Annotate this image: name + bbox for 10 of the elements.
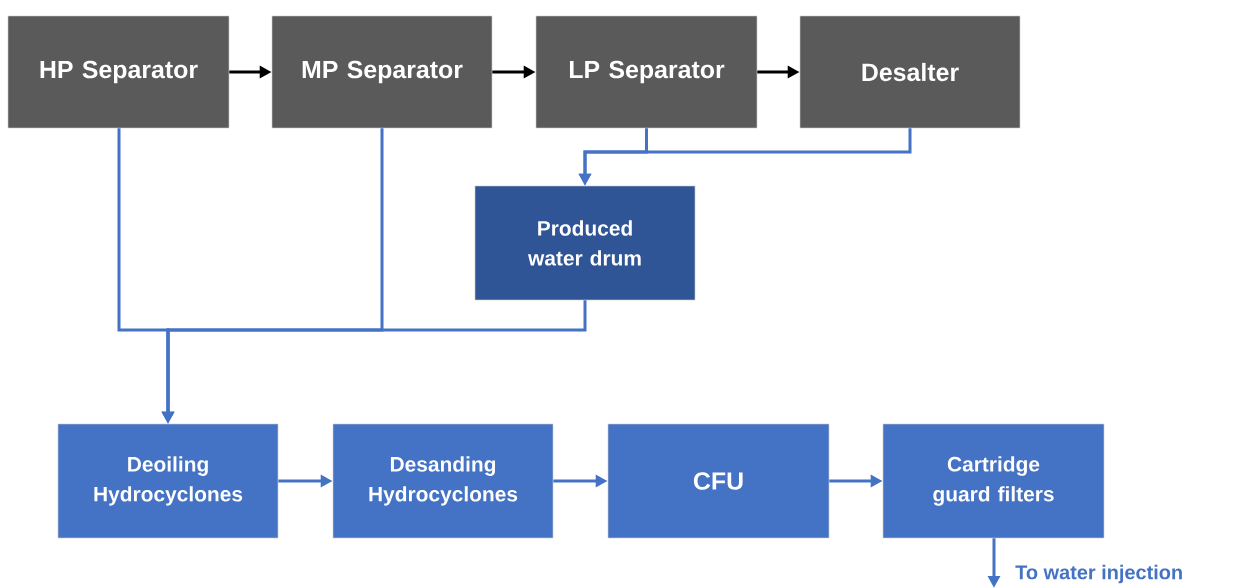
process-box: Produced water drum: [474, 185, 696, 301]
process-box: CFU: [607, 423, 830, 539]
process-box: MP Separator: [271, 15, 493, 129]
process-box: Desalter: [799, 15, 1021, 129]
outlet-label: To water injection: [1015, 564, 1182, 584]
process-box: HP Separator: [7, 15, 230, 129]
process-box: Cartridge guard filters: [882, 423, 1105, 539]
process-box: LP Separator: [535, 15, 758, 129]
process-box: Deoiling Hydrocyclones: [57, 423, 279, 539]
process-box: Desanding Hydrocyclones: [332, 423, 554, 539]
